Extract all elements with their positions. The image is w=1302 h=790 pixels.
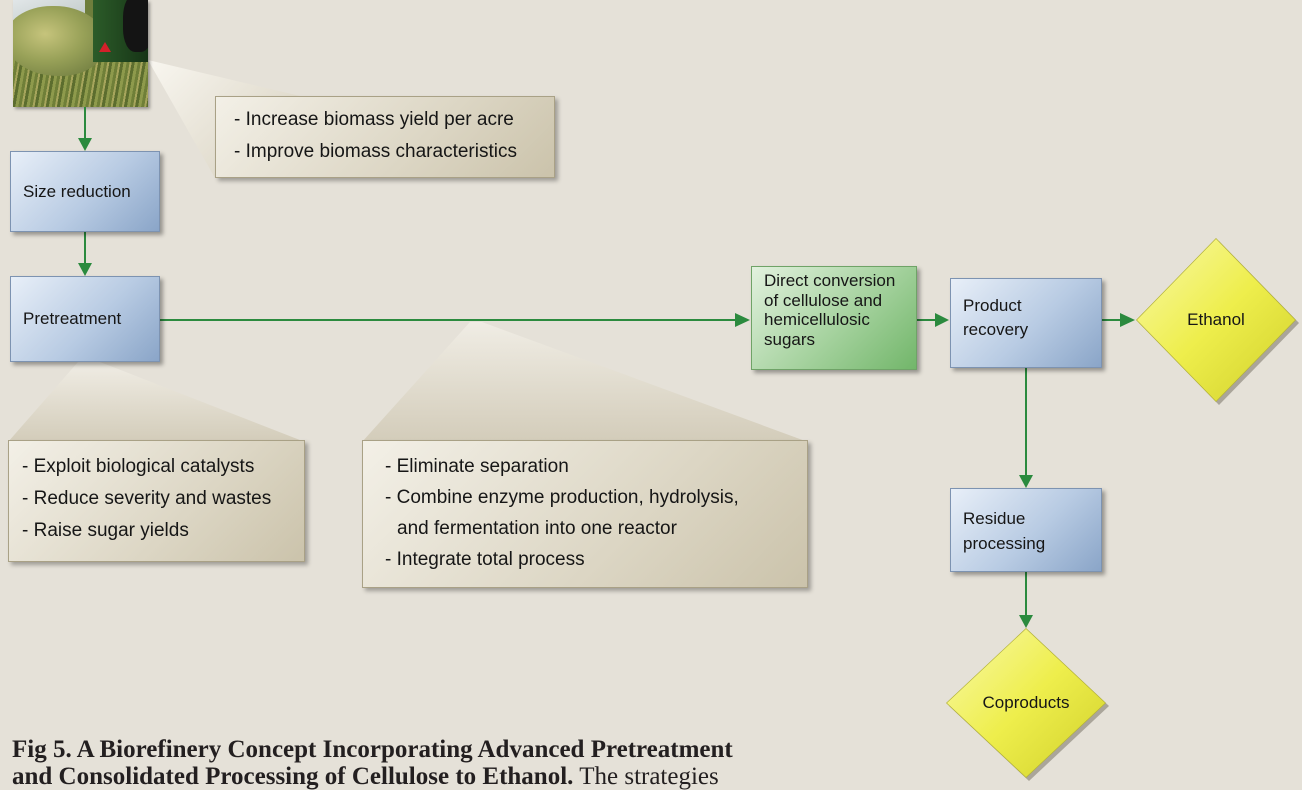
figure-caption: Fig 5. A Biorefinery Concept Incorporati…: [12, 736, 892, 790]
coproducts-label: Coproducts: [982, 693, 1070, 712]
callout-biomass: - Increase biomass yield per acre - Impr…: [215, 96, 555, 178]
caption-title-line: Fig 5. A Biorefinery Concept Incorporati…: [12, 736, 733, 763]
direct-conversion-label-line: hemicellulosic: [764, 310, 870, 329]
callout-consolidated: - Eliminate separation - Combine enzyme …: [362, 440, 808, 588]
ethanol-diamond: Ethanol: [1137, 239, 1295, 401]
callout-pretreatment-item: - Exploit biological catalysts: [22, 456, 255, 477]
pretreatment-box: Pretreatment: [10, 276, 160, 362]
product-recovery-label-line: Product: [963, 296, 1022, 315]
connector-pretreatment-to-direct-conversion: [160, 319, 736, 321]
connector-photo-to-size-reduction: [84, 107, 86, 140]
arrowhead-size-reduction: [78, 138, 92, 151]
arrowhead-residue-processing: [1019, 475, 1033, 488]
connector-residue-to-coproducts: [1025, 572, 1027, 616]
caption-title-line: and Consolidated Processing of Cellulose…: [12, 763, 574, 790]
direct-conversion-label-line: sugars: [764, 329, 816, 349]
connector-product-recovery-to-ethanol: [1102, 319, 1121, 321]
coproducts-diamond: Coproducts: [947, 629, 1105, 777]
size-reduction-box: Size reduction: [10, 151, 160, 232]
callout-consolidated-item-continuation: and fermentation into one reactor: [397, 518, 677, 539]
photo-reflector: [99, 42, 111, 52]
arrowhead-direct-conversion: [735, 313, 750, 327]
direct-conversion-label-line: Direct conversion: [764, 271, 896, 290]
caption-text: The strategies: [579, 763, 719, 790]
callout-biomass-item: - Increase biomass yield per acre: [234, 109, 514, 130]
arrowhead-pretreatment: [78, 263, 92, 276]
callout-pretreatment-item: - Raise sugar yields: [22, 520, 189, 541]
product-recovery-label-line: recovery: [963, 320, 1029, 339]
residue-processing-label-line: processing: [963, 534, 1046, 553]
connector-size-reduction-to-pretreatment: [84, 232, 86, 264]
callout-biomass-item: - Improve biomass characteristics: [234, 141, 517, 162]
callout-consolidated-item: - Integrate total process: [385, 549, 585, 570]
callout-pretreatment: - Exploit biological catalysts - Reduce …: [8, 440, 305, 562]
direct-conversion-box: Direct conversion of cellulose and hemic…: [751, 266, 917, 370]
residue-processing-label-line: Residue: [963, 509, 1026, 528]
callout-pretreatment-pointer: [8, 362, 305, 442]
arrowhead-ethanol: [1120, 313, 1135, 327]
callout-consolidated-item: - Combine enzyme production, hydrolysis,: [385, 487, 739, 508]
ethanol-label: Ethanol: [1187, 310, 1245, 329]
connector-direct-conversion-to-product-recovery: [917, 319, 936, 321]
arrowhead-coproducts: [1019, 615, 1033, 628]
biomass-photo: [13, 0, 148, 107]
direct-conversion-label-line: of cellulose and: [764, 290, 883, 310]
photo-hay-bale: [13, 6, 105, 76]
product-recovery-box: Product recovery: [950, 278, 1102, 368]
photo-tractor-wheel: [123, 0, 148, 52]
connector-product-recovery-to-residue: [1025, 368, 1027, 476]
callout-consolidated-pointer: [362, 322, 808, 442]
callout-consolidated-item: - Eliminate separation: [385, 456, 569, 477]
pretreatment-label: Pretreatment: [23, 309, 122, 328]
arrowhead-product-recovery: [935, 313, 949, 327]
size-reduction-label: Size reduction: [23, 181, 131, 201]
residue-processing-box: Residue processing: [950, 488, 1102, 572]
callout-pretreatment-item: - Reduce severity and wastes: [22, 488, 272, 509]
